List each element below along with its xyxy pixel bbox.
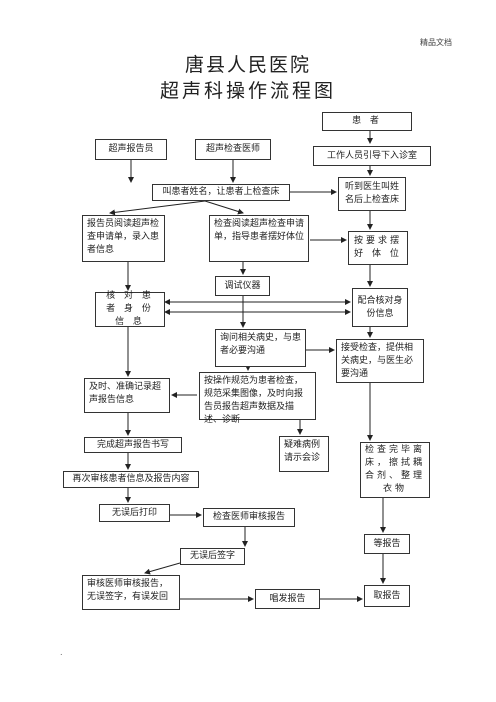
node-wait-report: 等报告 [364,534,410,554]
node-ask-history: 询问相关病史，与患者必要沟通 [215,329,306,367]
node-print: 无误后打印 [99,504,170,522]
page-subtitle: 超声科操作流程图 [159,80,336,102]
node-patient: 患 者 [322,112,412,131]
node-doctor: 超声检查医师 [195,139,271,160]
node-get-report: 取报告 [364,585,410,607]
node-consult: 疑难病例请示会诊 [279,436,329,472]
header-tag: 精品文档 [420,38,452,47]
footer-mark: . [60,648,63,657]
node-hear-name: 听到医生叫姓名后上检查床 [338,177,406,211]
node-senior-review: 审核医师审核报告，无误签字，有误发回 [82,575,180,610]
node-read-request-reporter: 报告员阅读超声检查申请单，录入患者信息 [82,215,165,262]
node-doctor-review: 检查医师审核报告 [203,508,295,527]
node-take-position: 按要求摆好 体 位 [348,231,408,265]
arrow-call-reporter-read [109,200,206,216]
node-reporter: 超声报告员 [95,139,167,160]
arrow-call-doctor-read [204,200,244,215]
node-accept-exam: 接受检查，提供相关病史，与医生必要沟通 [336,339,424,383]
node-finish-writing: 完成超声报告书写 [84,437,182,453]
node-cooperate-verify: 配合核对身份信息 [352,288,408,327]
node-sign: 无误后签字 [180,548,245,565]
node-perform-exam: 按操作规范为患者检查，规范采集图像，及时向报告员报告超声数据及描述、诊断 [199,372,316,425]
node-record-info: 及时、准确记录超声报告信息 [84,378,170,413]
node-verify-identity: 核 对 患 者 身 份 信 息 [95,291,165,327]
node-after-exam: 检查完毕离床，擦拭耦合剂、整理衣物 [360,442,430,498]
node-call-number: 唱发报告 [255,589,320,609]
page-title: 唐县人民医院 [184,54,311,76]
node-debug: 调试仪器 [215,276,270,296]
node-recheck: 再次审核患者信息及报告内容 [63,471,199,488]
arrow-sign-senior [144,562,181,575]
node-read-request-doctor: 检查阅读超声检查申请单，指导患者摆好体位 [209,215,309,262]
node-guide: 工作人员引导下入诊室 [313,146,431,166]
node-call-name: 叫患者姓名，让患者上检查床 [152,184,290,201]
